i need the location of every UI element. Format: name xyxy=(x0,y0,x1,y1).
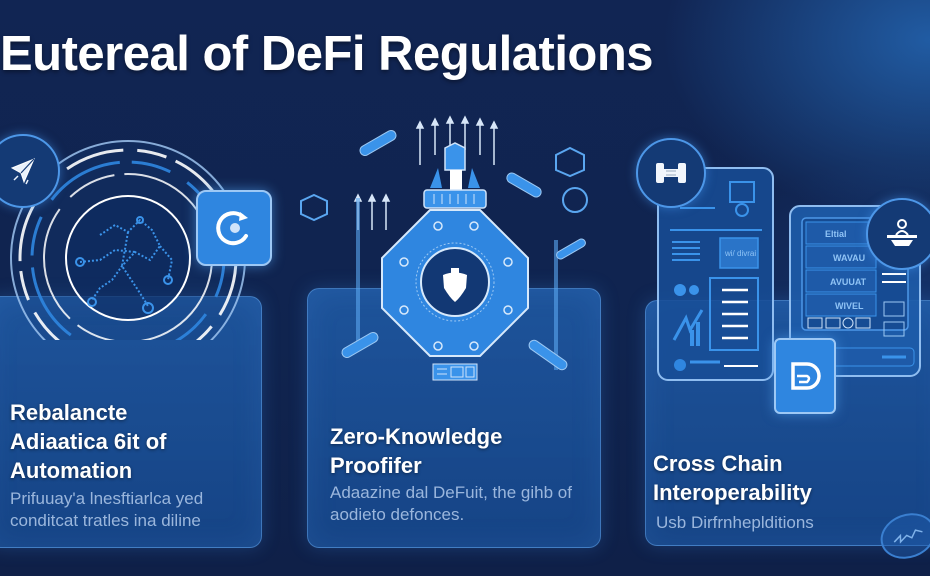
heading-line: Rebalancte xyxy=(10,400,128,425)
heading-line: Automation xyxy=(10,458,133,483)
cross-chain-description: Usb Dirfrnheplditions xyxy=(656,512,814,534)
cross-chain-heading: Cross Chain Interoperability xyxy=(653,449,812,507)
heading-line: Adiaatica 6it of xyxy=(10,429,167,454)
description-line: Usb Dirfrnheplditions xyxy=(656,513,814,532)
page-title: Eutereal of DeFi Regulations xyxy=(0,27,654,81)
zero-knowledge-heading: Zero-Knowledge Proofifer xyxy=(330,422,502,480)
description-line: conditcat tratles ina diline xyxy=(10,511,201,530)
bell-dish-icon[interactable] xyxy=(866,198,930,270)
automation-heading: Rebalancte Adiaatica 6it of Automation xyxy=(10,398,166,485)
description-line: Adaazine dal DeFuit, the gihb of xyxy=(330,483,572,502)
paper-plane-icon[interactable] xyxy=(0,134,60,208)
heading-line: Interoperability xyxy=(653,480,812,505)
document-icon[interactable] xyxy=(774,338,836,414)
heading-line: Cross Chain xyxy=(653,451,783,476)
heading-line: Zero-Knowledge xyxy=(330,424,503,449)
feature-card-cross-chain[interactable] xyxy=(645,300,930,546)
description-line: aodieto defonces. xyxy=(330,505,465,524)
heading-line: Proofifer xyxy=(330,453,422,478)
automation-description: Prifuuay'a lnesftiarlca yed conditcat tr… xyxy=(10,488,203,532)
bridge-link-icon[interactable] xyxy=(636,138,706,208)
seal-stamp-icon xyxy=(874,505,930,567)
refresh-cycle-icon[interactable] xyxy=(196,190,272,266)
zero-knowledge-description: Adaazine dal DeFuit, the gihb of aodieto… xyxy=(330,482,572,526)
description-line: Prifuuay'a lnesftiarlca yed xyxy=(10,489,204,508)
